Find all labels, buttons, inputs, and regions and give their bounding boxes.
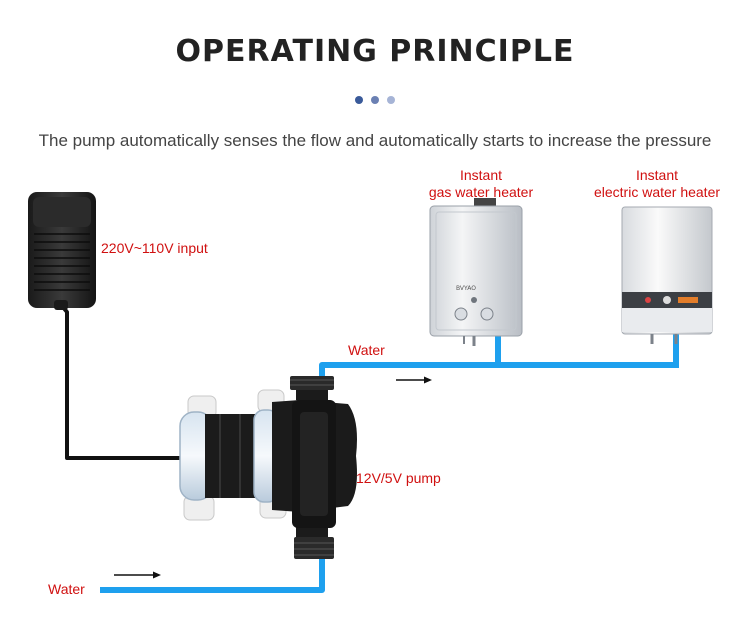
- gas-heater-label-line1: Instant: [459, 167, 503, 183]
- subtitle: The pump automatically senses the flow a…: [38, 131, 712, 150]
- power-cable: [60, 304, 195, 460]
- electric-heater-label-line2: electric water heater: [593, 184, 721, 200]
- water-pipe-outlet: [319, 330, 679, 389]
- water-inlet-label: Water: [48, 581, 85, 597]
- gas-heater-label-line2: gas water heater: [428, 184, 534, 200]
- electric-heater-label: Instant electric water heater: [582, 167, 732, 201]
- decor-dot: [371, 96, 379, 104]
- water-outlet-label: Water: [348, 342, 385, 358]
- decor-dot: [387, 96, 395, 104]
- gas-heater-brand: BVYAO: [456, 285, 476, 292]
- pump-label: 12V/5V pump: [356, 470, 441, 486]
- electric-water-heater-icon: [621, 206, 713, 344]
- flow-arrow-icon: [114, 571, 161, 579]
- flow-arrow-icon: [396, 376, 432, 384]
- adapter-input-label: 220V~110V input: [101, 240, 208, 256]
- page-title: OPERATING PRINCIPLE: [175, 34, 575, 69]
- power-adapter-icon: [28, 192, 96, 310]
- electric-heater-label-line1: Instant: [635, 167, 679, 183]
- water-pipe-inlet: [100, 556, 325, 593]
- gas-water-heater-icon: BVYAO: [429, 198, 523, 346]
- gas-heater-label: Instant gas water heater: [418, 167, 544, 201]
- water-pump-icon: [179, 376, 357, 559]
- decor-dot: [355, 96, 363, 104]
